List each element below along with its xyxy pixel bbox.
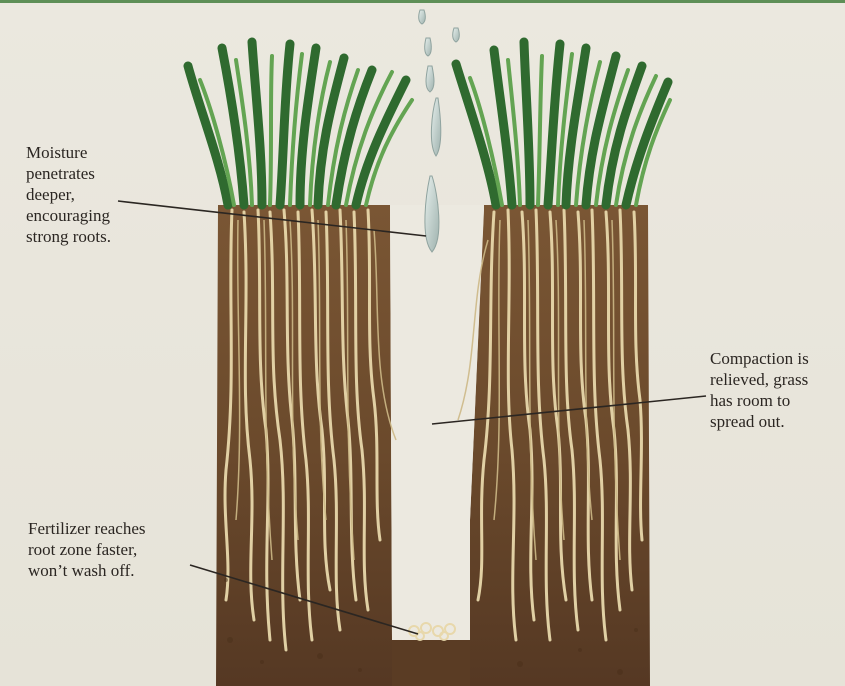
label-compaction-line-2: relieved, grass [710,369,809,390]
grass-right [456,42,670,205]
core-hole [390,205,484,640]
label-compaction: Compaction is relieved, grass has room t… [710,348,809,432]
label-moisture-line-3: deeper, [26,184,111,205]
label-moisture-line-2: penetrates [26,163,111,184]
label-moisture-line-5: strong roots. [26,226,111,247]
label-compaction-line-1: Compaction is [710,348,809,369]
label-compaction-line-4: spread out. [710,411,809,432]
grass-left [188,42,412,205]
label-compaction-line-3: has room to [710,390,809,411]
label-fertilizer-line-3: won’t wash off. [28,560,146,581]
label-fertilizer: Fertilizer reaches root zone faster, won… [28,518,146,581]
label-fertilizer-line-1: Fertilizer reaches [28,518,146,539]
label-fertilizer-line-2: root zone faster, [28,539,146,560]
label-moisture: Moisture penetrates deeper, encouraging … [26,142,111,247]
label-moisture-line-1: Moisture [26,142,111,163]
core-hole-bottom [392,640,470,686]
label-moisture-line-4: encouraging [26,205,111,226]
